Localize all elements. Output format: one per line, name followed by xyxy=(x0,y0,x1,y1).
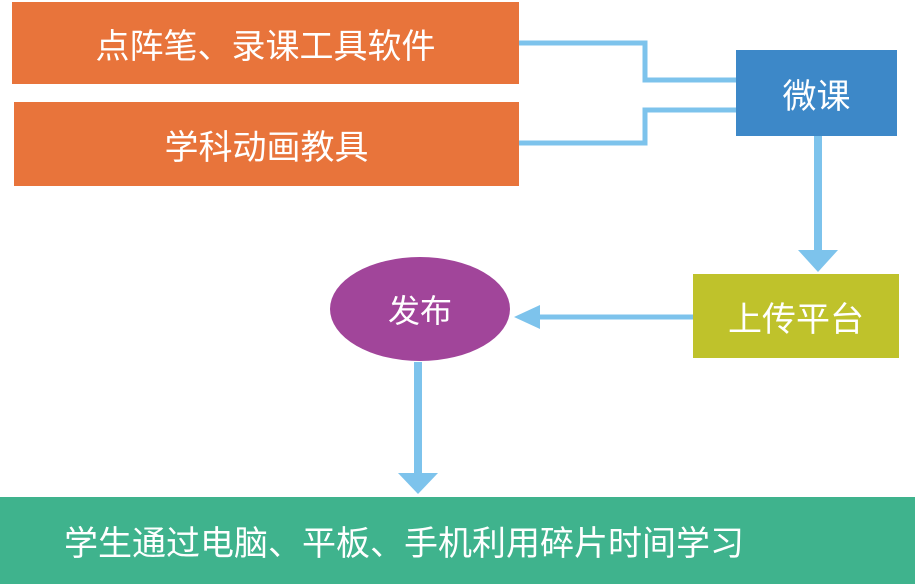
animation-tools-label: 学科动画教具 xyxy=(164,127,369,168)
publish-label: 发布 xyxy=(387,292,452,330)
pen-software-box: 点阵笔、录课工具软件 xyxy=(12,2,519,84)
animation-tools-box: 学科动画教具 xyxy=(14,102,519,186)
micro-lesson-box: 微课 xyxy=(736,50,897,136)
student-learning-box: 学生通过电脑、平板、手机利用碎片时间学习 xyxy=(0,497,915,584)
tools-to-micro-connector xyxy=(519,40,736,146)
student-learning-label: 学生通过电脑、平板、手机利用碎片时间学习 xyxy=(64,524,744,564)
pen-software-label: 点阵笔、录课工具软件 xyxy=(95,26,436,67)
micro-to-upload-arrow xyxy=(798,136,838,272)
upload-platform-box: 上传平台 xyxy=(693,274,899,358)
micro-lesson-label: 微课 xyxy=(782,76,851,117)
upload-to-publish-arrow xyxy=(514,305,693,329)
publish-ellipse: 发布 xyxy=(330,257,510,361)
publish-to-learning-arrow xyxy=(398,362,438,494)
upload-platform-label: 上传平台 xyxy=(728,299,864,340)
